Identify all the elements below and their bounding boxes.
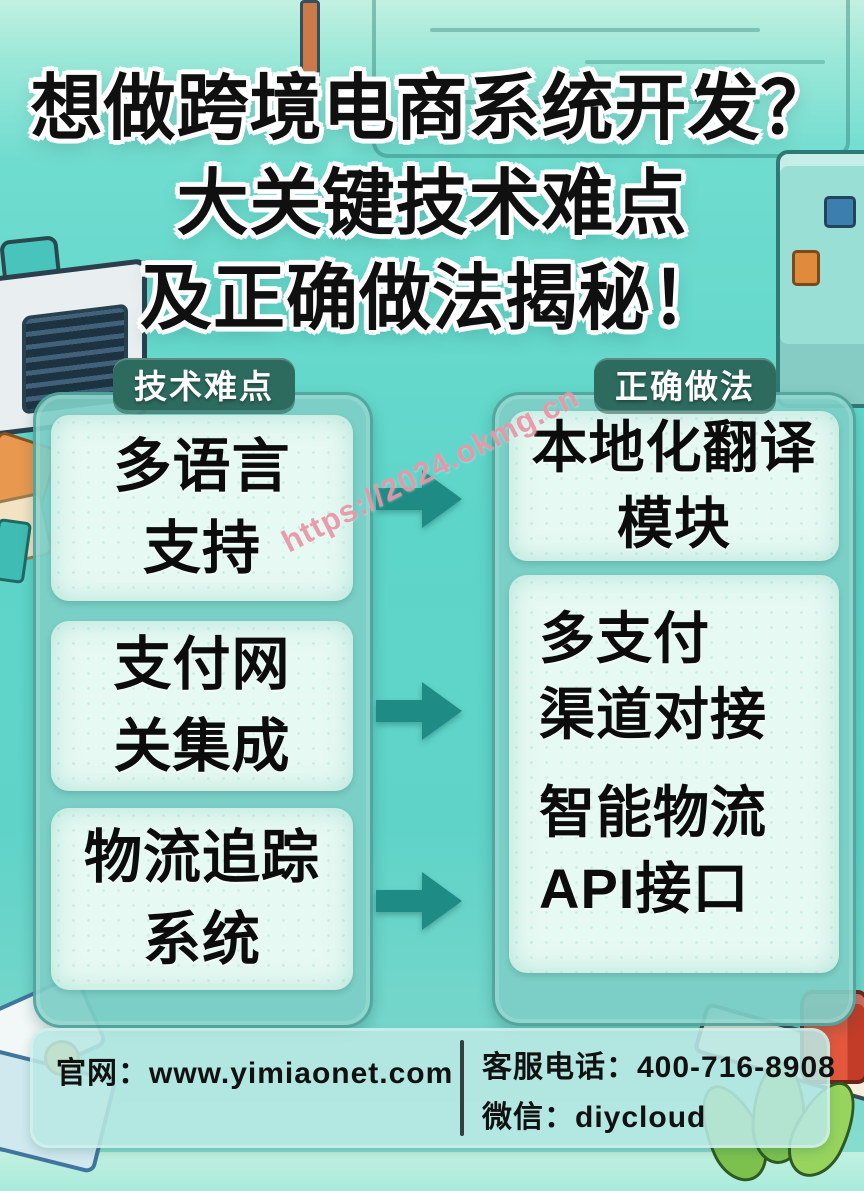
card-text-line: API接口 <box>539 857 750 920</box>
card-text-line: 模块 <box>617 492 731 555</box>
phone-row: 客服电话：400-716-8908 <box>482 1042 836 1086</box>
website-row: 官网：www.yimiaonet.com <box>56 1048 453 1092</box>
solutions-panel: 本地化翻译 模块 多支付 渠道对接 智能物流 API接口 <box>492 392 856 1026</box>
difficulty-card-logistics-tracking: 物流追踪 系统 <box>51 808 353 990</box>
card-text-line: 多支付 <box>539 607 710 670</box>
difficulties-panel: 多语言 支持 支付网 关集成 物流追踪 系统 <box>33 392 373 1028</box>
solutions-badge: 正确做法 <box>594 358 776 410</box>
card-text-line: 支持 <box>142 516 261 581</box>
card-text-line: 支付网 <box>113 632 291 697</box>
card-text-line: 渠道对接 <box>539 683 767 746</box>
difficulties-badge: 技术难点 <box>113 358 295 410</box>
contact-footer: 官网：www.yimiaonet.com 客服电话：400-716-8908 微… <box>30 1028 835 1148</box>
solution-smart-logistics-api: 智能物流 API接口 <box>509 775 767 927</box>
title-line-3: 及正确做法揭秘！ <box>139 259 724 339</box>
wechat-row: 微信：diycloud <box>482 1092 706 1136</box>
website-label: 官网： <box>56 1057 149 1090</box>
website-url: www.yimiaonet.com <box>149 1057 454 1090</box>
footer-divider <box>460 1040 464 1136</box>
difficulty-card-multilanguage: 多语言 支持 <box>51 415 353 601</box>
wechat-label: 微信： <box>482 1101 575 1134</box>
card-text-line: 物流追踪 <box>83 825 320 890</box>
background-illustration-line <box>430 28 760 32</box>
right-arrow-icon <box>372 464 466 534</box>
solution-card-payments-logistics: 多支付 渠道对接 智能物流 API接口 <box>509 575 839 973</box>
right-arrow-icon <box>372 676 466 746</box>
card-text-line: 系统 <box>142 907 261 972</box>
card-text-line: 本地化翻译 <box>531 416 817 479</box>
card-text-line: 多语言 <box>113 434 291 499</box>
solution-multipayment: 多支付 渠道对接 <box>509 601 767 753</box>
right-arrow-icon <box>372 866 466 936</box>
difficulty-card-payment-gateway: 支付网 关集成 <box>51 621 353 791</box>
phone-label: 客服电话： <box>482 1051 637 1084</box>
wechat-id: diycloud <box>575 1101 707 1134</box>
poster-title: 想做跨境电商系统开发？ 大关键技术难点 及正确做法揭秘！ <box>0 62 864 347</box>
card-text-line: 关集成 <box>113 714 291 779</box>
phone-number: 400-716-8908 <box>637 1051 836 1084</box>
solution-card-localization: 本地化翻译 模块 <box>509 411 839 561</box>
title-line-1: 想做跨境电商系统开发？ <box>30 69 834 149</box>
title-line-2: 大关键技术难点 <box>176 164 688 244</box>
card-text-line: 智能物流 <box>539 781 767 844</box>
background-illustration-box <box>0 517 33 585</box>
